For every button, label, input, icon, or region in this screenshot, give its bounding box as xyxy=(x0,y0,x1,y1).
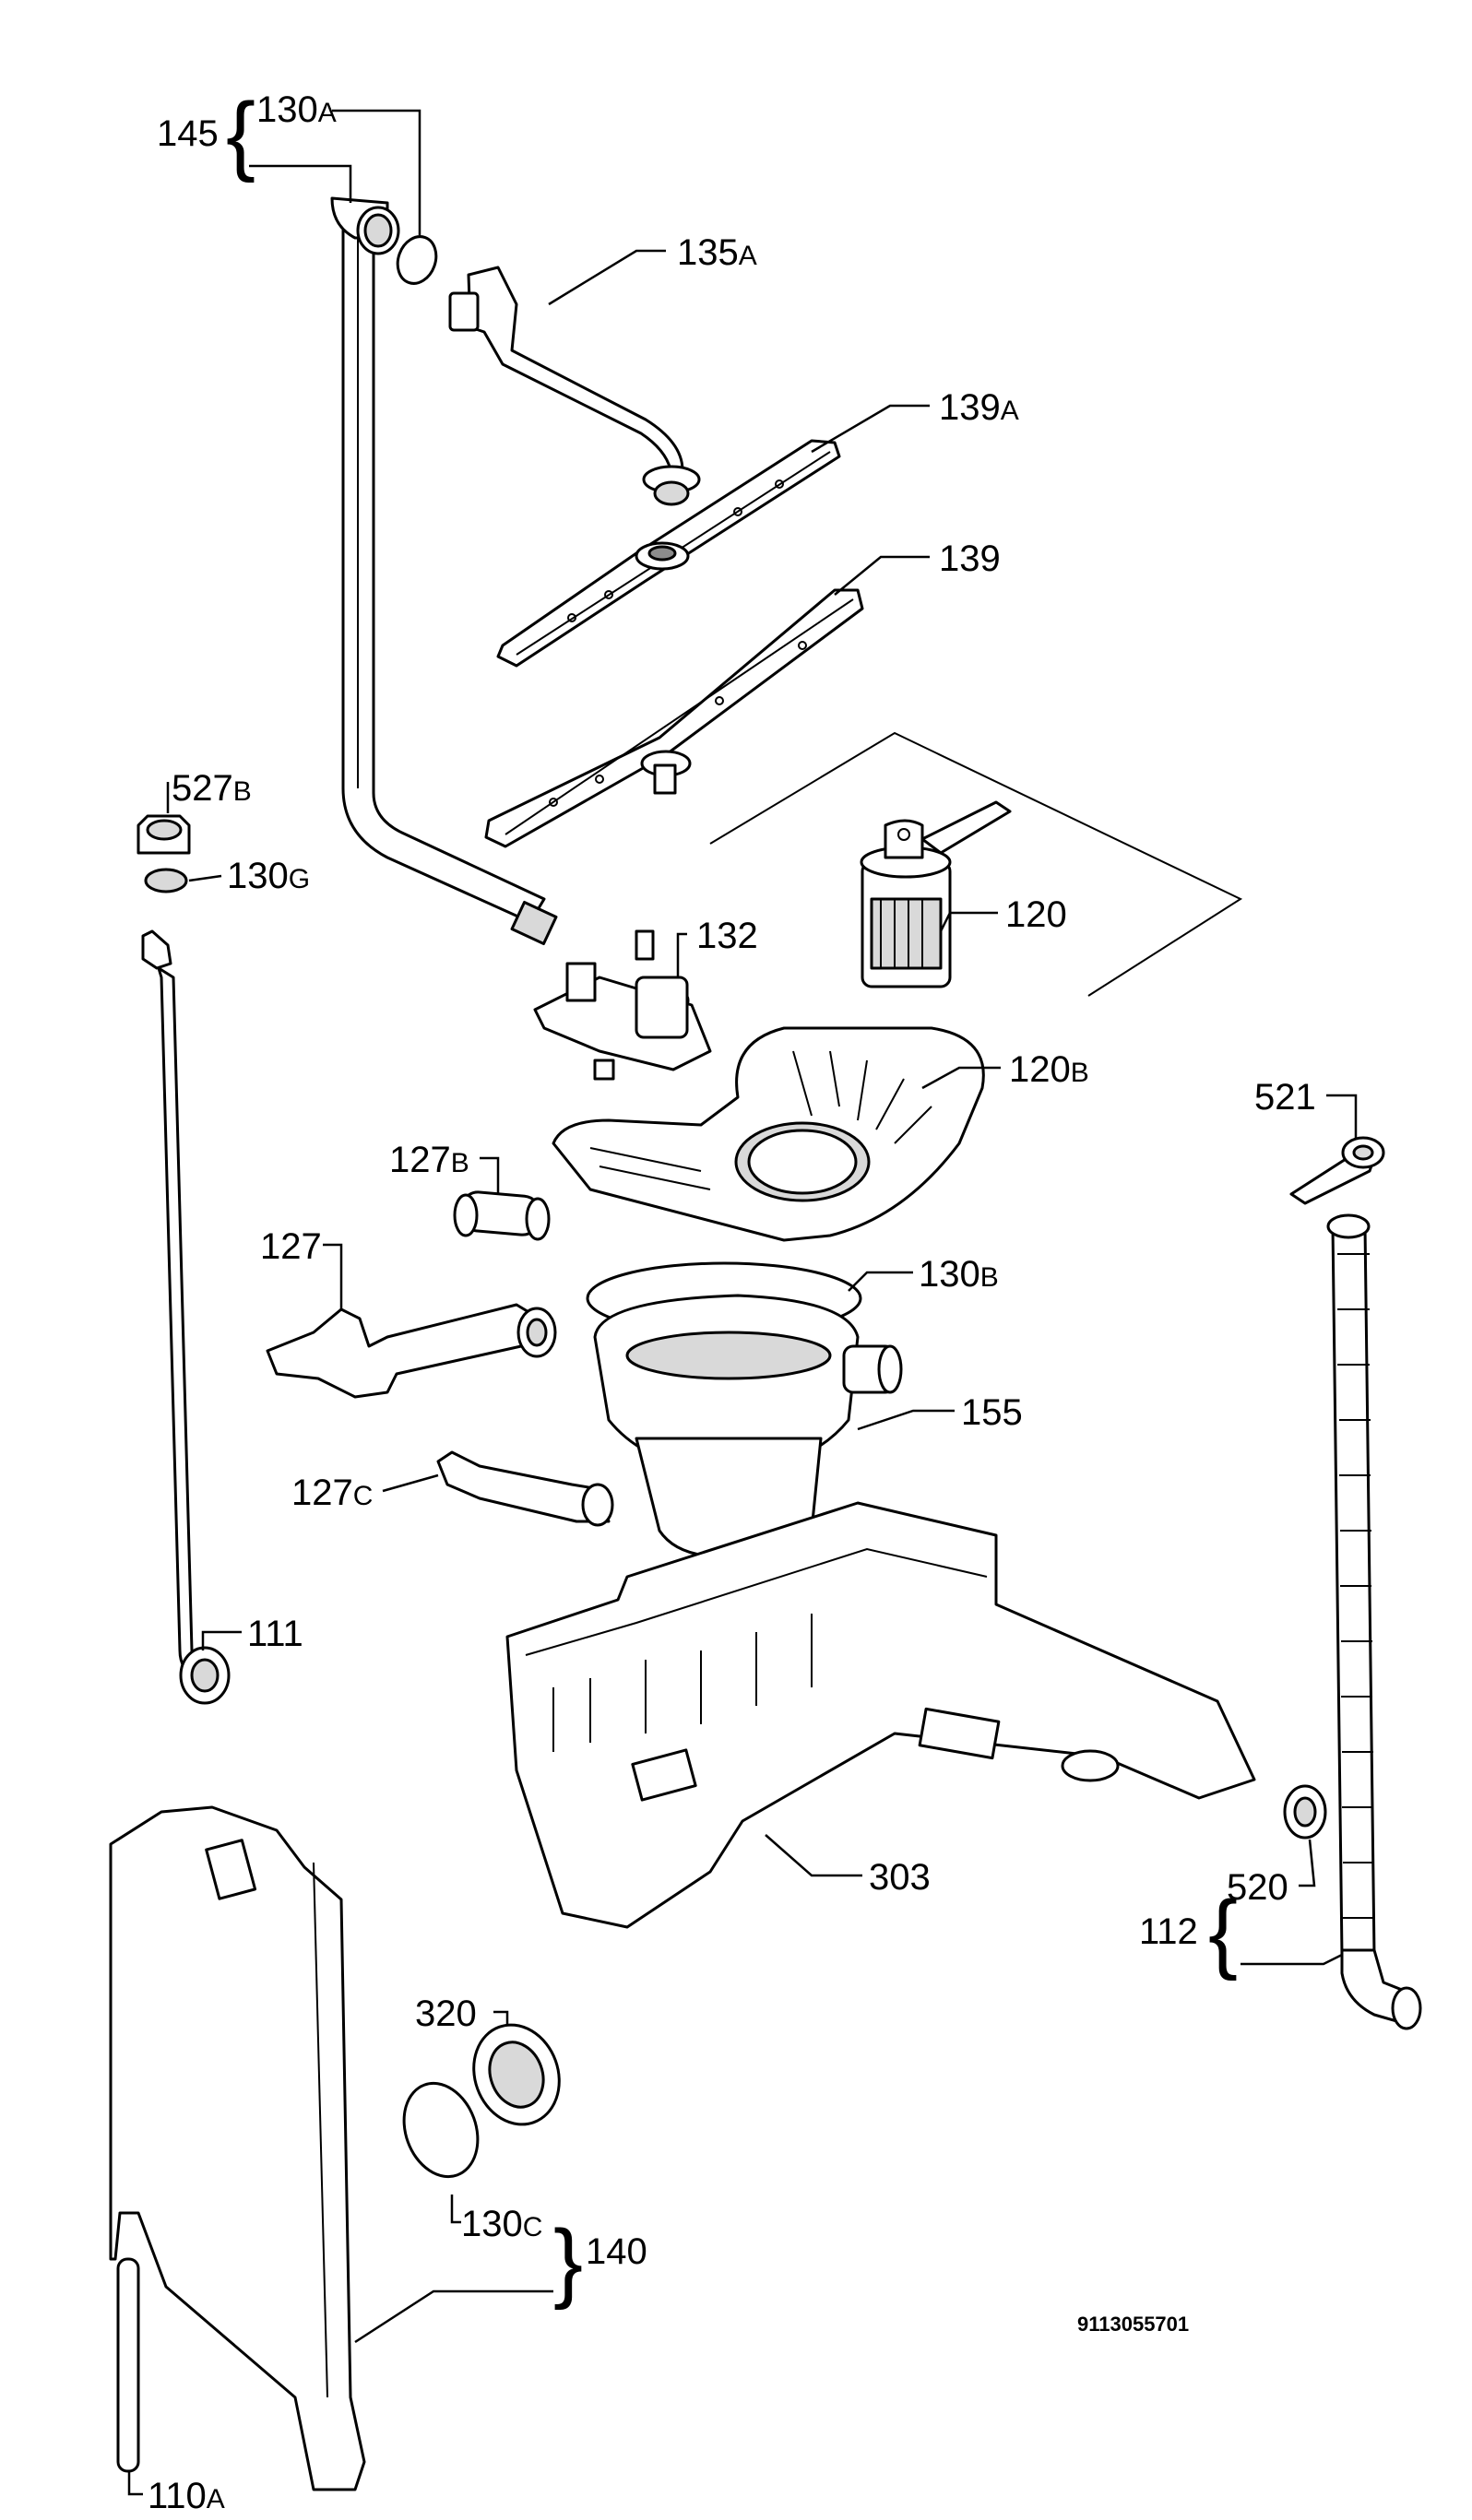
brace-140: } xyxy=(553,2212,583,2311)
label-130c: 130C xyxy=(461,2204,542,2244)
leader-520 xyxy=(1299,1839,1316,1887)
base-303 xyxy=(505,1501,1256,1929)
connector-520 xyxy=(1283,1784,1327,1840)
leader-127 xyxy=(323,1243,343,1309)
label-145: 145 xyxy=(157,113,219,154)
leader-110a xyxy=(127,2471,143,2496)
label-110a: 110A xyxy=(148,2476,225,2516)
label-320: 320 xyxy=(415,1994,477,2034)
label-112: 112 xyxy=(1139,1911,1198,1952)
label-120: 120 xyxy=(1005,894,1067,935)
leader-111 xyxy=(201,1630,242,1650)
leader-155 xyxy=(857,1409,955,1431)
label-120b: 120B xyxy=(1009,1049,1089,1090)
valve-132 xyxy=(533,929,712,1081)
washer-130g xyxy=(144,868,188,893)
label-520: 520 xyxy=(1227,1867,1288,1908)
label-155: 155 xyxy=(961,1392,1023,1433)
leader-139 xyxy=(834,555,930,596)
label-139a: 139A xyxy=(939,387,1019,428)
sump-155 xyxy=(593,1294,903,1558)
leader-130g xyxy=(188,874,222,882)
lower-spray-arm-139 xyxy=(484,588,864,848)
leader-521 xyxy=(1326,1094,1358,1139)
leader-130b xyxy=(848,1271,913,1292)
inlet-hose-111 xyxy=(141,929,231,1705)
leader-132 xyxy=(676,932,687,977)
label-132: 132 xyxy=(696,916,758,956)
micro-filter-120 xyxy=(860,800,1012,988)
leader-140 xyxy=(354,2289,553,2344)
drain-hose-112 xyxy=(1326,1213,1422,2030)
label-111: 111 xyxy=(247,1614,303,1654)
nut-527b xyxy=(137,814,191,855)
label-130a: 130A xyxy=(256,89,337,130)
hose-127 xyxy=(266,1303,557,1399)
label-303: 303 xyxy=(869,1857,931,1898)
seal-ring-130a xyxy=(396,235,438,285)
label-127c: 127C xyxy=(291,1473,373,1513)
leader-120b xyxy=(921,1066,1001,1090)
leader-127c xyxy=(382,1473,439,1493)
upper-spray-arm-139a xyxy=(496,439,841,668)
label-127: 127 xyxy=(260,1226,322,1267)
label-127b: 127B xyxy=(389,1140,469,1180)
seal-ring-130c xyxy=(402,2081,480,2179)
leader-139a xyxy=(811,404,930,454)
leader-303 xyxy=(765,1834,862,1877)
side-panel-140 xyxy=(109,1805,366,2491)
coarse-filter-120b xyxy=(552,1026,985,1242)
tube-110a xyxy=(116,2257,140,2473)
brace-112: { xyxy=(1208,1883,1238,1982)
label-140: 140 xyxy=(586,2231,647,2272)
seal-320 xyxy=(472,2023,561,2126)
leader-130c xyxy=(450,2195,461,2224)
leader-135a xyxy=(548,249,666,306)
brace-145: { xyxy=(226,85,255,183)
upper-spray-pipe-135a xyxy=(448,266,701,506)
diagram-code: 9113055701 xyxy=(1077,2313,1189,2336)
hose-127b xyxy=(453,1190,551,1241)
label-521: 521 xyxy=(1254,1077,1316,1118)
filter-housing-outline xyxy=(709,731,1243,997)
leader-130a xyxy=(332,109,421,235)
label-130b: 130B xyxy=(919,1254,999,1295)
label-130g: 130G xyxy=(227,856,310,896)
label-139: 139 xyxy=(939,538,1001,579)
leader-145 xyxy=(249,164,352,203)
label-527b: 527B xyxy=(172,768,252,809)
clip-521 xyxy=(1289,1136,1385,1205)
leader-120 xyxy=(939,911,998,932)
leader-112 xyxy=(1241,1953,1343,1966)
supply-pipe-145 xyxy=(330,196,558,946)
hose-127c xyxy=(436,1450,614,1527)
leader-127b xyxy=(480,1156,500,1194)
leader-320 xyxy=(493,2010,509,2024)
label-135a: 135A xyxy=(677,232,757,273)
